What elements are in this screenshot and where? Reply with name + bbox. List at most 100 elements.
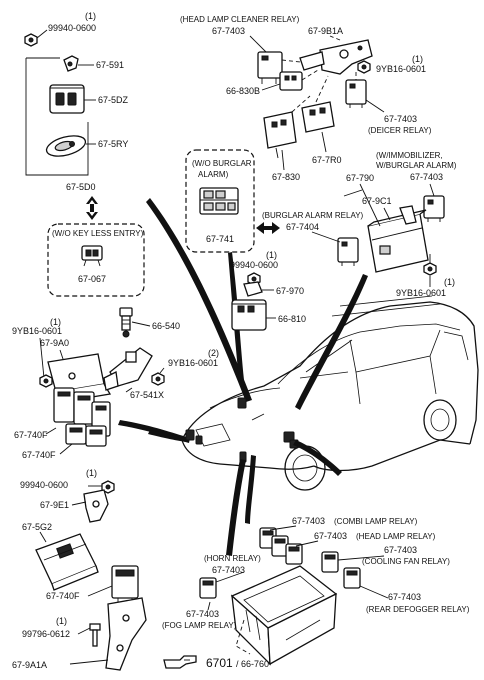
label-67-9e1: 67-9E1 xyxy=(40,500,69,510)
keyless-option-box xyxy=(47,223,145,297)
leader-car-to-bottom xyxy=(226,459,246,556)
connector-741-part xyxy=(199,187,239,215)
vehicle-outline xyxy=(181,295,479,491)
double-arrow-icon xyxy=(256,222,280,234)
module-067-part xyxy=(81,245,103,267)
top-relay-group: (HEAD LAMP CLEANER RELAY) 67-7403 67-9B1… xyxy=(180,15,432,182)
headlamp-pn: 67-7403 xyxy=(314,531,347,541)
label-67-541x: 67-541X xyxy=(130,390,164,400)
relay-740f-c-part xyxy=(111,565,139,604)
label-67-7r0: 67-7R0 xyxy=(312,155,342,165)
deicer-pn: 67-7403 xyxy=(384,114,417,124)
keyless-note: (W/O KEY LESS ENTRY) xyxy=(52,229,144,238)
label-67-9c1: 67-9C1 xyxy=(362,196,392,206)
clip-970-part xyxy=(243,281,263,297)
bracket-9a1a-part xyxy=(105,597,147,671)
leader-car-to-relays xyxy=(293,440,342,476)
label-67-067: 67-067 xyxy=(78,274,106,284)
cooling-pn: 67-7403 xyxy=(384,545,417,555)
center-parts-group: (1) 99940-0600 67-970 66-810 66-540 xyxy=(119,250,306,338)
label-67-5dz: 67-5DZ xyxy=(98,95,129,105)
bracket-541x-part xyxy=(103,347,153,391)
label-67-591: 67-591 xyxy=(96,60,124,70)
label-67-740f-b: 67-740F xyxy=(22,450,56,460)
nut-9yb16-top-qty: (1) xyxy=(412,54,423,64)
pointing-hand-icon xyxy=(163,655,197,669)
label-67-5d0: 67-5D0 xyxy=(66,182,96,192)
key-fob-5ry-part xyxy=(45,135,87,157)
deicer-note: (DEICER RELAY) xyxy=(368,126,432,135)
label-67-9a1a: 67-9A1A xyxy=(12,660,47,670)
bolt-top-part xyxy=(24,33,38,47)
nut-9yb16-left-qty: (1) xyxy=(50,317,61,327)
burglar-wo-group: (W/O BURGLAR ALARM) 67-741 xyxy=(185,149,255,253)
bolt-top-label: 99940-0600 xyxy=(48,23,96,33)
module-5g2-part xyxy=(35,533,99,591)
leader-keyless-to-car xyxy=(146,198,252,402)
switch-540-part xyxy=(119,307,133,338)
label-67-7404: 67-7404 xyxy=(286,222,319,232)
relay-horn-part xyxy=(199,577,217,599)
ref-main: 6701 xyxy=(206,656,233,670)
bolt-bottom-qty: (1) xyxy=(56,616,67,626)
bracket-9b1a-part xyxy=(299,39,373,75)
fog-pn: 67-7403 xyxy=(186,609,219,619)
fog-note: (FOG LAMP RELAY) xyxy=(162,621,237,630)
bracket-9c1-part xyxy=(399,205,417,225)
immob-note-2: W/BURGLAR ALARM) xyxy=(376,161,457,170)
label-67-740f-a: 67-740F xyxy=(14,430,48,440)
nut-9yb16-mid-qty: (2) xyxy=(208,348,219,358)
relay-rear-part xyxy=(343,567,361,589)
label-67-790: 67-790 xyxy=(346,173,374,183)
relay-box-266-760-part xyxy=(230,565,338,666)
label-9yb16-top: 9YB16-0601 xyxy=(376,64,426,74)
clip-591-part xyxy=(63,55,79,72)
label-67-740f-c: 67-740F xyxy=(46,591,80,601)
relay-box-group: 67-7403 (COMBI LAMP RELAY) 67-7403 (HEAD… xyxy=(162,516,470,670)
cooling-note: (COOLING FAN RELAY) xyxy=(362,557,450,566)
label-9yb16-left: 9YB16-0601 xyxy=(12,326,62,336)
label-9yb16-right: 9YB16-0601 xyxy=(396,288,446,298)
burglar-relay-note: (BURGLAR ALARM RELAY) xyxy=(262,211,364,220)
relay-headlamp-b-part xyxy=(285,543,303,565)
rear-pn: 67-7403 xyxy=(388,592,421,602)
connector-7r0-part xyxy=(301,101,335,133)
connector-830b-part xyxy=(279,71,303,91)
horn-note: (HORN RELAY) xyxy=(204,554,261,563)
horn-pn: 67-7403 xyxy=(212,565,245,575)
bracket-9e1-part xyxy=(83,489,109,523)
hl-cleaner-pn: 67-7403 xyxy=(212,26,245,36)
relay-burglar-part xyxy=(337,237,359,266)
bolt-low-qty: (1) xyxy=(86,468,97,478)
label-67-830: 67-830 xyxy=(272,172,300,182)
nut-9yb16-mid-part xyxy=(151,372,165,386)
label-67-5g2: 67-5G2 xyxy=(22,522,52,532)
connector-830-part xyxy=(263,111,297,159)
label-9yb16-mid: 9YB16-0601 xyxy=(168,358,218,368)
nut-9yb16-right-qty: (1) xyxy=(444,277,455,287)
relay-immob-part xyxy=(423,195,445,222)
combi-pn: 67-7403 xyxy=(292,516,325,526)
relay-hl-cleaner-part xyxy=(257,51,283,84)
module-810-part xyxy=(231,299,267,331)
label-67-970: 67-970 xyxy=(276,286,304,296)
label-67-741: 67-741 xyxy=(206,234,234,244)
label-66-810: 66-810 xyxy=(278,314,306,324)
combi-note: (COMBI LAMP RELAY) xyxy=(334,517,418,526)
module-5dz-part xyxy=(49,84,85,114)
fuse-block-group: (1) 9YB16-0601 67-9A0 67-740F xyxy=(12,317,219,460)
leader-car-to-box xyxy=(245,455,256,524)
double-arrow-icon xyxy=(86,196,98,220)
label-67-9a0: 67-9A0 xyxy=(40,338,69,348)
label-66-540: 66-540 xyxy=(152,321,180,331)
relay-cooling-part xyxy=(321,551,339,573)
rear-note: (REAR DEFOGGER RELAY) xyxy=(366,605,470,614)
bolt-mid-qty: (1) xyxy=(266,250,277,260)
label-67-9b1a: 67-9B1A xyxy=(308,26,343,36)
bolt-top-qty: (1) xyxy=(85,11,96,21)
keyless-group: (1) 99940-0600 67-591 67-5DZ 67-5RY 6 xyxy=(24,11,145,297)
immob-note-1: (W/IMMOBILIZER, xyxy=(376,151,443,160)
label-bolt-mid: 99940-0600 xyxy=(230,260,278,270)
label-67-5ry: 67-5RY xyxy=(98,139,128,149)
